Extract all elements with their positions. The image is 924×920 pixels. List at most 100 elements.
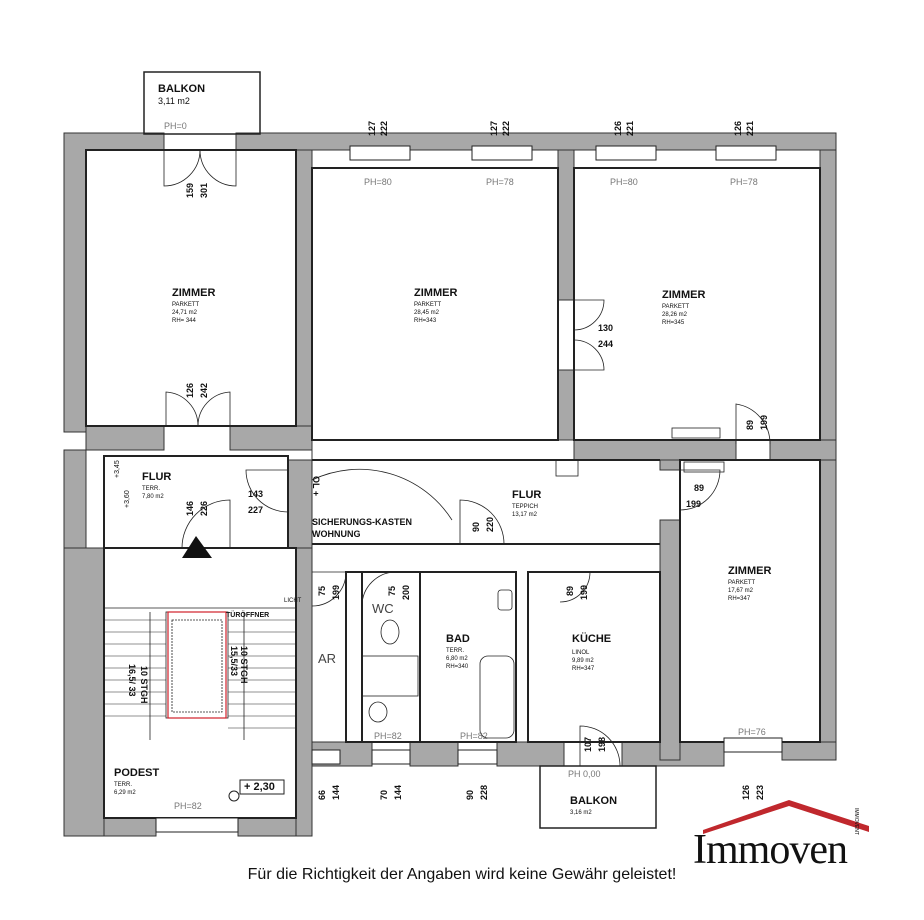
door-ar-width: 75 bbox=[317, 585, 327, 596]
zimmer4-name: ZIMMER bbox=[728, 565, 772, 577]
podest-name: PODEST bbox=[114, 767, 160, 779]
flur1-floor: TERR. bbox=[142, 486, 160, 492]
door-zimmer1-width: 126 bbox=[185, 382, 195, 398]
bottom-window-2-ph: PH=82 bbox=[374, 731, 402, 741]
door-bad-width: 90 bbox=[471, 521, 481, 532]
bad-floor: TERR. bbox=[446, 648, 464, 654]
door-kueche-width: 89 bbox=[565, 585, 575, 596]
zimmer1-area: 24,71 m2 bbox=[172, 310, 198, 316]
tueroeffner-label: TÜRÖFFNER bbox=[226, 612, 270, 619]
door-balkon2-height: 198 bbox=[597, 736, 607, 752]
roof-icon bbox=[703, 800, 869, 834]
kueche-area: 9,89 m2 bbox=[572, 658, 594, 664]
wohnung-label: WOHNUNG bbox=[312, 529, 361, 539]
door-balkon2-width: 107 bbox=[583, 736, 593, 752]
door-flur1-width: 146 bbox=[185, 500, 195, 516]
stairs-down-label: 10 STGH bbox=[139, 666, 149, 704]
window-1-ph: PH=80 bbox=[364, 177, 392, 187]
door-flur1b-width: 143 bbox=[248, 489, 264, 499]
door-flur1-height: 226 bbox=[199, 500, 209, 516]
door-flur1b-height: 227 bbox=[248, 505, 264, 515]
window-1-width: 127 bbox=[367, 120, 377, 136]
floor-plan bbox=[63, 71, 837, 837]
height-345: +3,45 bbox=[114, 460, 121, 478]
zimmer3-name: ZIMMER bbox=[662, 289, 706, 301]
flur1-area: 7,80 m2 bbox=[142, 494, 164, 500]
podest-ph: PH=82 bbox=[174, 801, 202, 811]
zimmer1-name: ZIMMER bbox=[172, 287, 216, 299]
podest-floor: TERR. bbox=[114, 782, 132, 788]
zimmer4-area: 17,67 m2 bbox=[728, 588, 754, 594]
stairs-up-label: 10 STGH bbox=[239, 646, 249, 684]
window-3-height: 221 bbox=[625, 120, 635, 136]
stairs-up-ratio: 15,5/33 bbox=[229, 646, 239, 677]
window-4-width: 126 bbox=[733, 120, 743, 136]
bottom-window-3-height: 228 bbox=[479, 784, 489, 800]
flur2-name: FLUR bbox=[512, 489, 542, 501]
bottom-window-2-height: 144 bbox=[393, 784, 403, 800]
zimmer3-floor: PARKETT bbox=[662, 304, 690, 310]
kueche-rh: RH=347 bbox=[572, 666, 595, 672]
window-4-ph: PH=78 bbox=[730, 177, 758, 187]
flur2-area: 13,17 m2 bbox=[512, 512, 538, 518]
balkon-top-name: BALKON bbox=[158, 83, 206, 95]
zimmer2-floor: PARKETT bbox=[414, 302, 442, 308]
door-bad-height: 220 bbox=[485, 516, 495, 532]
bad-rh: RH=340 bbox=[446, 664, 469, 670]
balkon-top-area: 3,11 m2 bbox=[158, 96, 190, 106]
zimmer4-floor: PARKETT bbox=[728, 580, 756, 586]
height-360: +3,60 bbox=[124, 490, 131, 508]
bad-area: 6,80 m2 bbox=[446, 656, 468, 662]
logo-side-text: IMMOVENT bbox=[853, 808, 859, 835]
ar-name: AR bbox=[318, 651, 337, 666]
zimmer2-area: 28,45 m2 bbox=[414, 310, 440, 316]
logo-text: Immoven bbox=[693, 827, 848, 873]
door-z3flur-height: 199 bbox=[759, 414, 769, 430]
podest-area: 6,29 m2 bbox=[114, 790, 136, 796]
immoven-logo: Immoven IMMOVENT bbox=[693, 796, 883, 873]
window-2-width: 127 bbox=[489, 120, 499, 136]
door-balkon-width: 159 bbox=[185, 182, 195, 198]
licht-label: LICHT bbox=[284, 598, 302, 604]
sicherung-label: SICHERUNGS-KASTEN bbox=[312, 517, 413, 527]
disclaimer-text: Für die Richtigkeit der Angaben wird kei… bbox=[247, 866, 677, 883]
zimmer4-rh: RH=347 bbox=[728, 596, 751, 602]
balkon-top-ph: PH=0 bbox=[164, 121, 187, 131]
bottom-window-4-ph: PH=76 bbox=[738, 727, 766, 737]
podest-level: + 2,30 bbox=[244, 781, 275, 793]
door-balkon-height: 301 bbox=[199, 182, 209, 198]
door-z2z3-height: 244 bbox=[598, 339, 614, 349]
door-z3flur-width: 89 bbox=[745, 419, 755, 430]
ol-label: OL + bbox=[311, 476, 321, 497]
door-wc-height: 200 bbox=[401, 584, 411, 600]
window-2-ph: PH=78 bbox=[486, 177, 514, 187]
door-z2z3-width: 130 bbox=[598, 323, 614, 333]
zimmer3-rh: RH=345 bbox=[662, 320, 685, 326]
bottom-window-3-ph: PH=82 bbox=[460, 731, 488, 741]
zimmer1-floor: PARKETT bbox=[172, 302, 200, 308]
balkon-bottom-name: BALKON bbox=[570, 795, 618, 807]
kueche-floor: LINOL bbox=[572, 650, 590, 656]
door-z4-height: 199 bbox=[686, 499, 702, 509]
bottom-window-1-height: 144 bbox=[331, 784, 341, 800]
window-3-width: 126 bbox=[613, 120, 623, 136]
bottom-window-1-width: 66 bbox=[317, 789, 327, 800]
kueche-name: KÜCHE bbox=[572, 633, 612, 645]
door-zimmer1-height: 242 bbox=[199, 382, 209, 398]
door-kueche-height: 199 bbox=[579, 584, 589, 600]
flur1-name: FLUR bbox=[142, 471, 172, 483]
window-4-height: 221 bbox=[745, 120, 755, 136]
wc-name: WC bbox=[372, 601, 394, 616]
bottom-window-3-width: 90 bbox=[465, 789, 475, 800]
bad-name: BAD bbox=[446, 633, 470, 645]
stairs-down-ratio: 16,5/ 33 bbox=[127, 664, 137, 697]
zimmer2-rh: RH=343 bbox=[414, 318, 437, 324]
door-z4-width: 89 bbox=[694, 483, 705, 493]
zimmer3-area: 28,26 m2 bbox=[662, 312, 688, 318]
balkon-bottom-ph: PH 0,00 bbox=[568, 769, 601, 779]
window-2-height: 222 bbox=[501, 120, 511, 136]
bottom-window-2-width: 70 bbox=[379, 789, 389, 800]
door-ar-height: 199 bbox=[331, 584, 341, 600]
door-wc-width: 75 bbox=[387, 585, 397, 596]
zimmer1-rh: RH= 344 bbox=[172, 318, 196, 324]
